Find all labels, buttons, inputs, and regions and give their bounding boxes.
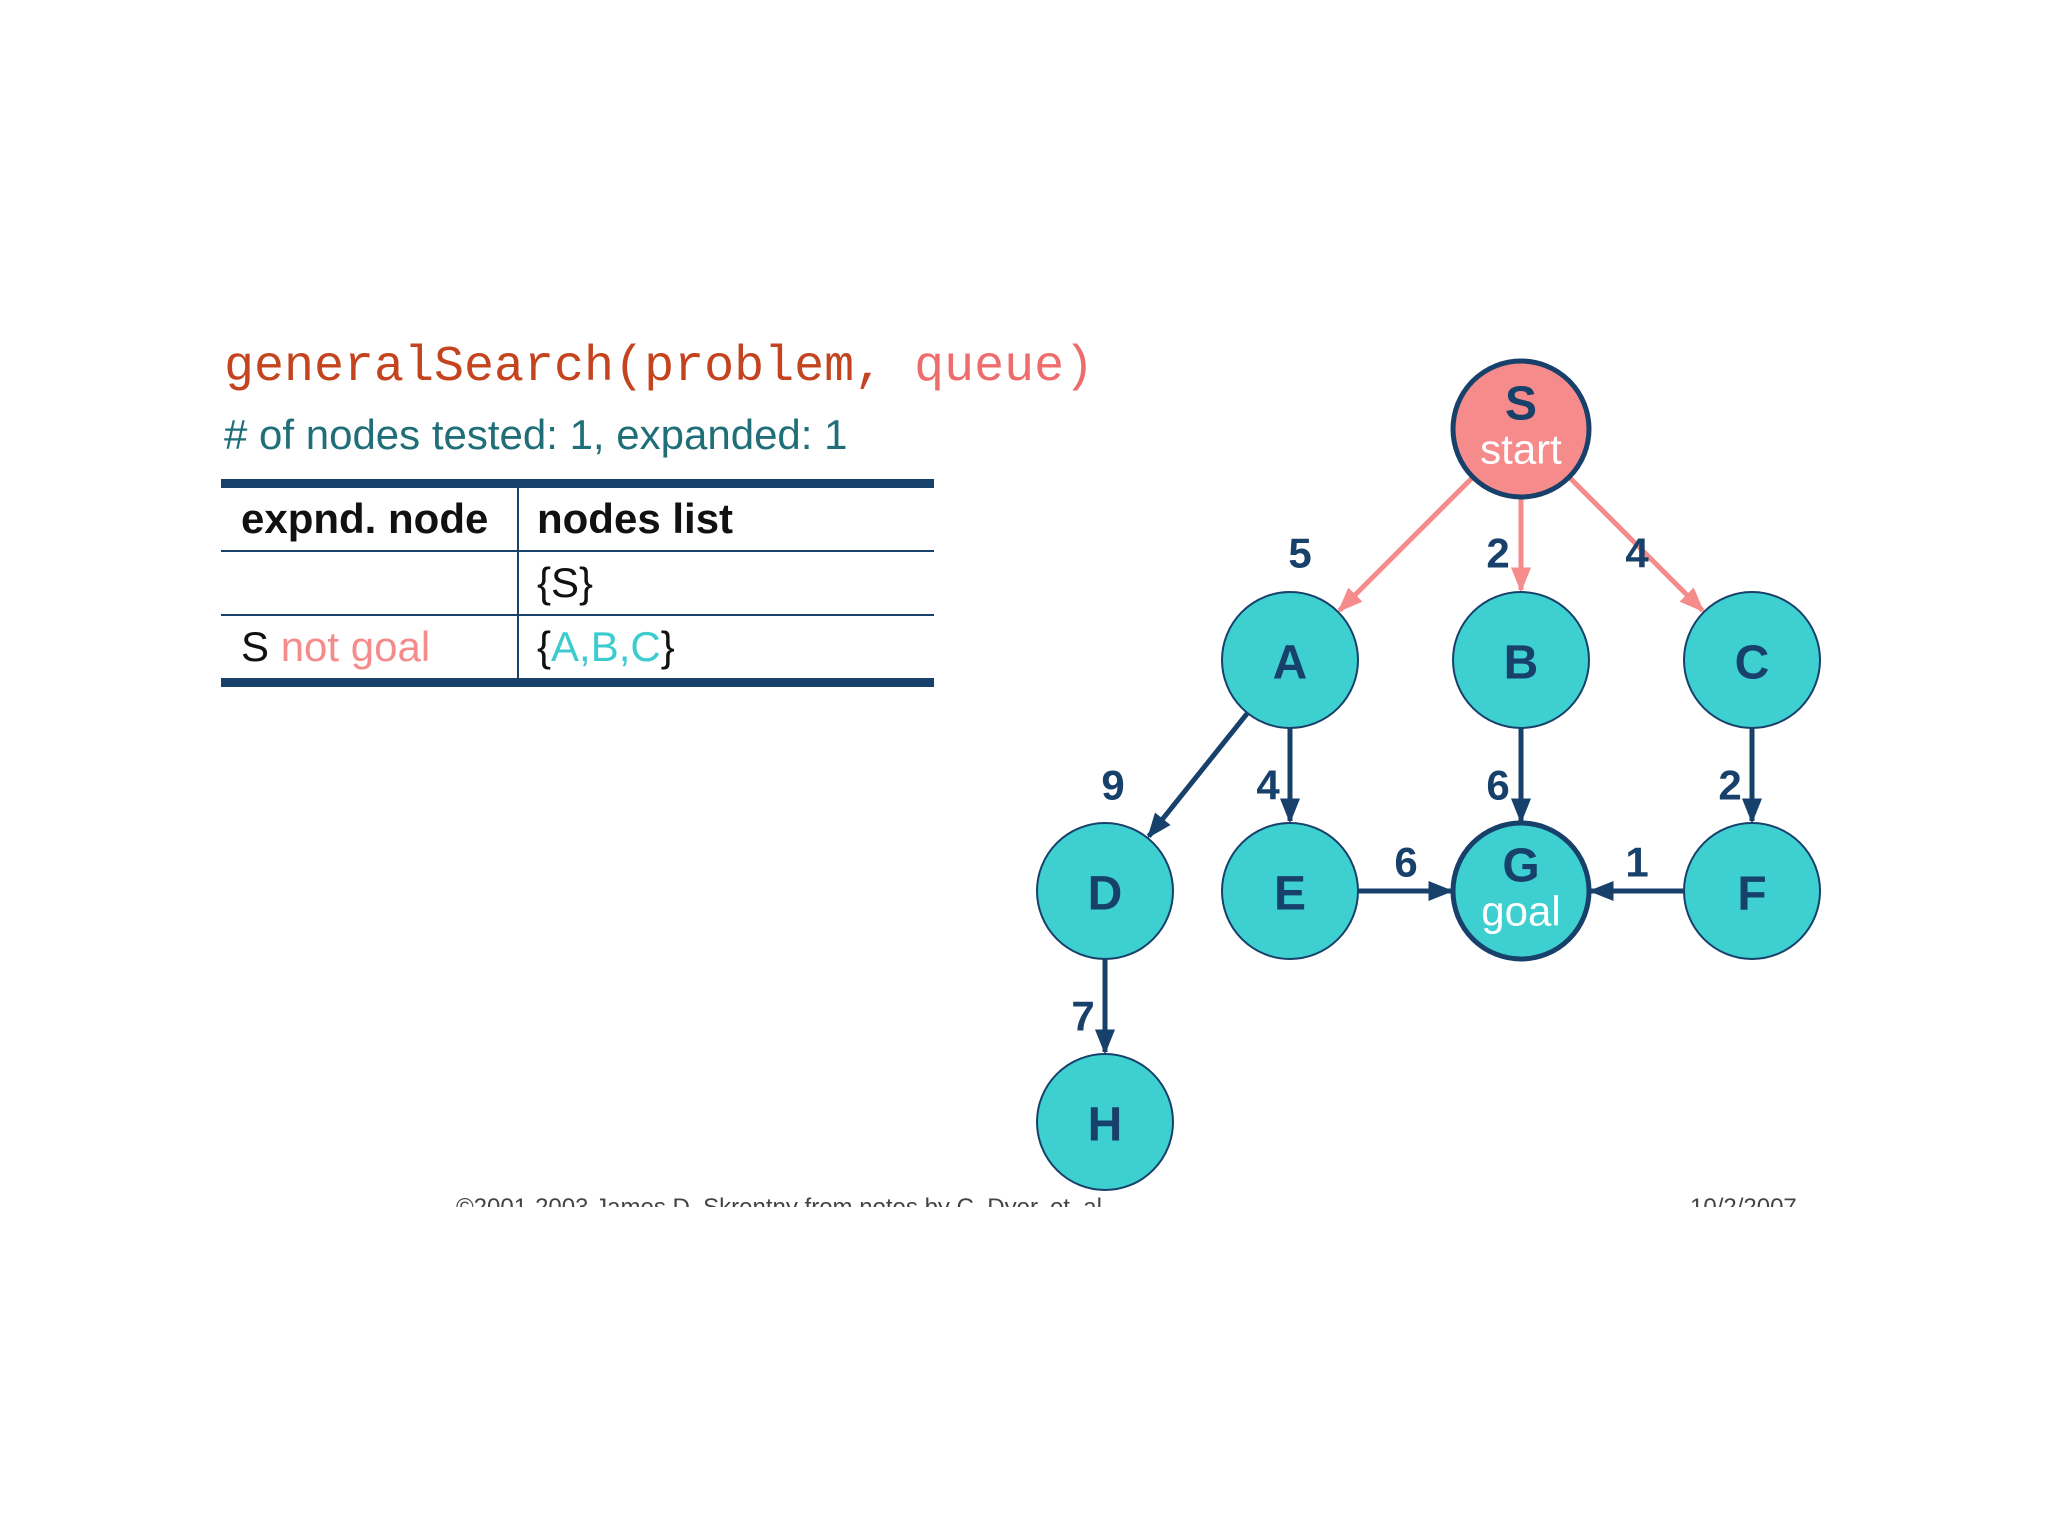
node-C-label: C [1735,637,1770,690]
search-stats: # of nodes tested: 1, expanded: 1 [224,411,848,458]
edge-A-D [1146,711,1250,839]
edge-weights: 5 2 4 9 4 6 2 6 1 7 [1071,530,1741,1040]
expanded-node-cell [221,552,519,614]
goal-status: not goal [280,623,431,670]
column-header-expanded-node: expnd. node [221,488,519,550]
node-D-label: D [1088,868,1123,921]
node-D: D [1036,822,1174,960]
node-F-circle [1683,822,1821,960]
node-H-label: H [1088,1099,1123,1152]
edge-weight-E-G: 6 [1394,839,1417,886]
node-C: C [1683,591,1821,729]
node-H: H [1036,1053,1174,1191]
node-S-sublabel: start [1480,426,1562,473]
page-title: generalSearch(problem, queue) [224,338,1094,398]
node-E: E [1221,822,1359,960]
column-header-nodes-list: nodes list [537,495,734,542]
graph-edges [1095,475,1762,1055]
list-close-brace: } [660,623,675,670]
node-A-label: A [1273,637,1308,690]
footer-date: 10/2/2007 [1690,1193,1797,1207]
table-row: {S} [221,550,934,614]
edge-weight-D-H: 7 [1071,993,1094,1040]
edge-weight-A-D: 9 [1101,762,1124,809]
node-E-label: E [1274,868,1306,921]
edge-weight-S-A: 5 [1288,530,1311,577]
nodes-list-cell: {A,B,C} [519,616,934,678]
table-row: S not goal {A,B,C} [221,614,934,678]
function-argument: queue) [914,339,1095,396]
node-H-circle [1036,1053,1174,1191]
footer-copyright: ©2001-2003 James D. Skrentny from notes … [456,1193,1109,1207]
node-A: A [1221,591,1359,729]
expanded-node: S [241,623,270,670]
node-G-sublabel: goal [1481,888,1560,935]
search-trace-table: expnd. node nodes list {S} S not goal {A… [221,479,934,687]
node-C-circle [1683,591,1821,729]
node-S-label: S [1505,378,1537,431]
edge-S-A [1337,475,1475,613]
nodes-list-cell: {S} [519,552,934,614]
node-B-circle [1452,591,1590,729]
table-header-row: expnd. node nodes list [221,488,934,550]
node-B: B [1452,591,1590,729]
expanded-node-cell: S not goal [221,616,519,678]
edge-weight-B-G: 6 [1486,762,1509,809]
edge-S-C [1567,475,1705,613]
edge-weight-S-B: 2 [1486,530,1509,577]
node-G-label: G [1502,840,1539,893]
node-E-circle [1221,822,1359,960]
node-S-circle [1450,358,1592,500]
nodes-list: {S} [537,559,594,606]
edge-weight-S-C: 4 [1625,530,1649,577]
list-items: A,B,C [551,623,661,670]
list-open-brace: { [537,623,552,670]
node-F: F [1683,822,1821,960]
node-G-circle [1450,820,1592,962]
node-B-label: B [1504,637,1539,690]
edge-weight-F-G: 1 [1625,839,1648,886]
node-D-circle [1036,822,1174,960]
function-name: generalSearch(problem, [224,339,885,396]
edge-weight-A-E: 4 [1256,762,1280,809]
node-A-circle [1221,591,1359,729]
node-F-label: F [1737,868,1766,921]
edge-weight-C-F: 2 [1718,762,1741,809]
